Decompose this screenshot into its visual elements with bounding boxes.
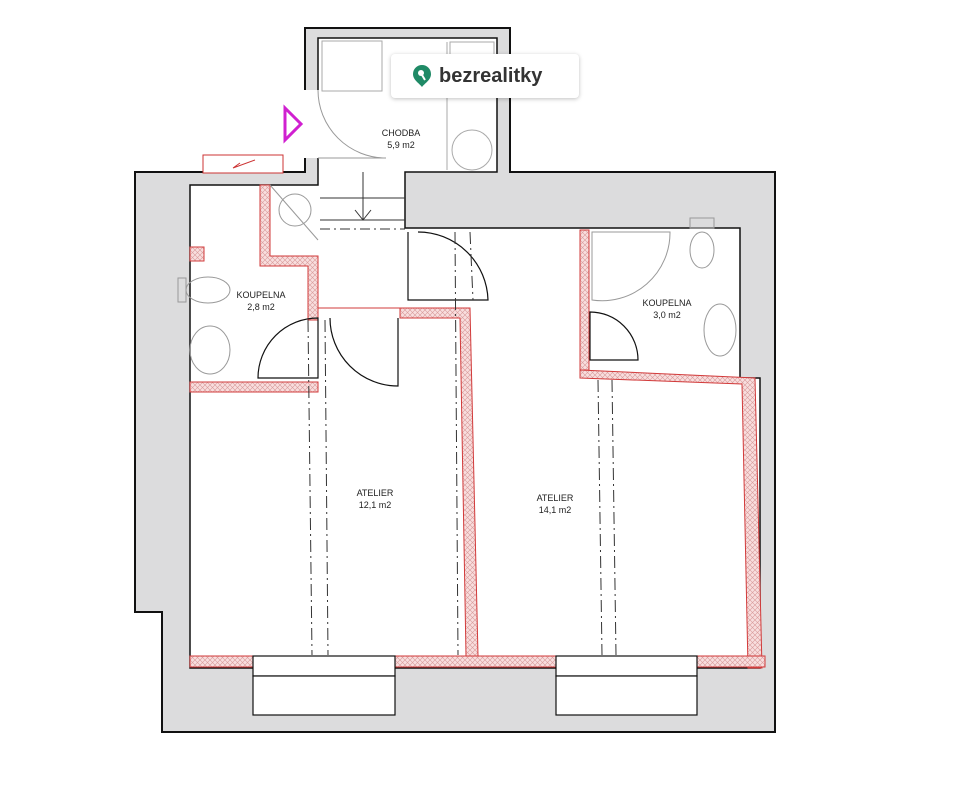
room-area: 2,8 m2 (247, 302, 275, 312)
room-label-atelier-1: ATELIER 12,1 m2 (357, 487, 394, 511)
brand-name: bezrealitky (439, 64, 543, 87)
room-area: 12,1 m2 (358, 500, 392, 510)
windows (252, 655, 698, 716)
room-area: 5,9 m2 (387, 140, 415, 150)
room-area: 14,1 m2 (538, 505, 572, 515)
room-name: KOUPELNA (642, 298, 692, 308)
room-label-atelier-2: ATELIER 14,1 m2 (537, 492, 574, 516)
room-label-koupelna-2: KOUPELNA 3,0 m2 (642, 297, 691, 321)
entry-marker-icon (283, 104, 304, 144)
room-name: ATELIER (536, 493, 574, 503)
room-name: CHODBA (381, 128, 421, 138)
brand-key-icon (413, 65, 431, 87)
room-label-koupelna-1: KOUPELNA 2,8 m2 (236, 289, 285, 313)
room-name: ATELIER (356, 488, 394, 498)
room-name: KOUPELNA (236, 290, 286, 300)
brand-logo: bezrealitky (391, 54, 579, 98)
room-label-chodba: CHODBA 5,9 m2 (382, 127, 421, 151)
room-area: 3,0 m2 (653, 310, 681, 320)
partition-walls (189, 184, 766, 669)
